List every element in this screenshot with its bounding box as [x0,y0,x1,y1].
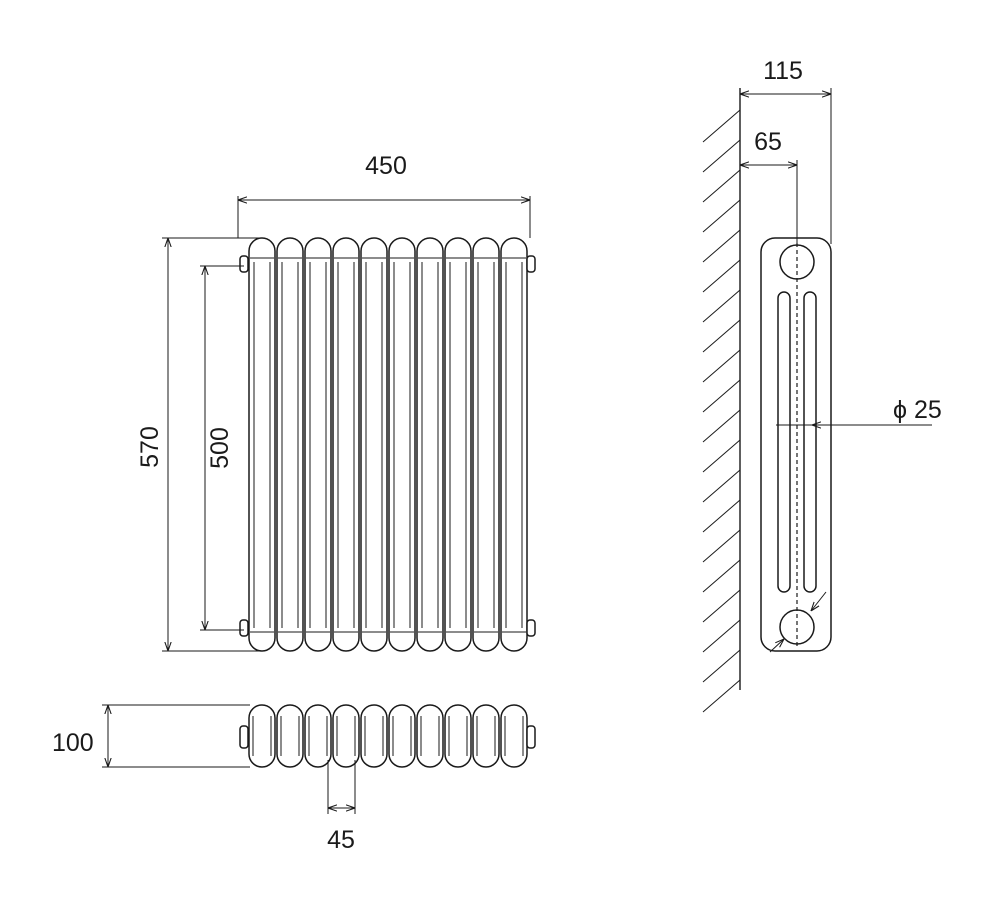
top-right-plug [526,725,536,749]
dimension-overall-depth: 115 [740,57,832,244]
column-depth-label: 100 [52,729,94,757]
right-top-plug [526,255,536,273]
right-bottom-plug [526,619,536,637]
dimension-pipe-diameter: ϕ 25 [769,396,942,653]
hatch-line [702,649,741,683]
hatch-line [702,349,741,383]
top-section [276,704,304,768]
wall-hatch [702,109,741,713]
front-section [304,237,332,652]
hatch-line [702,679,741,713]
top-section [360,704,388,768]
front-section [332,237,360,652]
hatch-line [702,469,741,503]
top-section [304,704,332,768]
hatch-line [702,499,741,533]
left-bottom-plug [239,619,249,637]
front-section [248,237,276,652]
hatch-line [702,139,741,173]
hatch-line [702,439,741,473]
top-left-plug [239,725,249,749]
top-view [239,704,536,768]
hatch-line [702,319,741,353]
top-section [444,704,472,768]
wall [702,88,741,713]
top-section [472,704,500,768]
wall-to-pipe-label: 65 [754,128,782,156]
front-section [444,237,472,652]
hatch-line [702,379,741,413]
front-sections [248,237,528,652]
pipe-centres-label: 500 [206,427,234,469]
top-section [248,704,276,768]
top-section [416,704,444,768]
pipe-diameter-label: ϕ 25 [893,396,942,424]
top-section [500,704,528,768]
front-view [239,237,536,652]
front-section [388,237,416,652]
hatch-line [702,529,741,563]
dimension-pipe-centres: 500 [200,265,244,631]
section-pitch-label: 45 [327,826,355,854]
hatch-line [702,409,741,443]
top-section [388,704,416,768]
front-section [500,237,528,652]
hatch-line [702,109,741,143]
total-width-label: 450 [365,152,407,180]
hatch-line [702,199,741,233]
top-section [332,704,360,768]
dimension-wall-to-pipe: 65 [740,128,798,246]
front-section [472,237,500,652]
hatch-line [702,229,741,263]
hatch-line [702,559,741,593]
dimension-section-pitch: 45 [327,760,356,854]
side-section-body [760,237,832,652]
front-section [360,237,388,652]
total-height-label: 570 [136,426,164,468]
front-section [416,237,444,652]
overall-depth-label: 115 [763,57,803,85]
hatch-line [702,619,741,653]
front-section [276,237,304,652]
hatch-line [702,169,741,203]
dimension-total-height: 570 [136,237,262,652]
left-top-plug [239,255,249,273]
hatch-line [702,289,741,323]
hatch-line [702,259,741,293]
right-slot [803,291,817,593]
dimension-column-depth: 100 [52,704,250,768]
side-view [760,237,832,652]
hatch-line [702,589,741,623]
dimension-total-width: 450 [237,152,531,238]
left-slot [777,291,791,593]
top-sections [248,704,528,768]
